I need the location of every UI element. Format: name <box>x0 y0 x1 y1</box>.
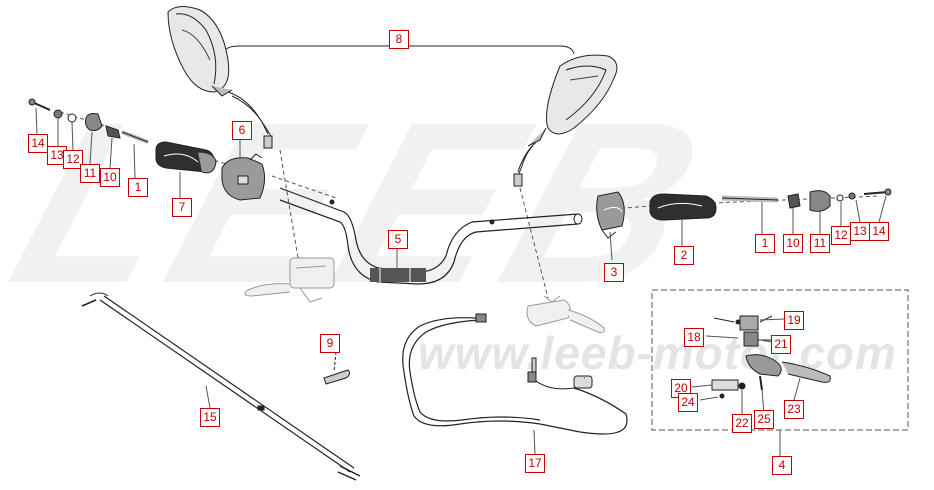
left-grip <box>155 141 217 174</box>
callout-22: 22 <box>732 414 752 433</box>
part-9 <box>323 351 351 385</box>
callout-24: 24 <box>678 393 698 412</box>
callout-19: 19 <box>784 311 804 330</box>
callout-2: 2 <box>674 246 694 265</box>
right-lever-assembly <box>526 295 605 333</box>
callout-3: 3 <box>604 263 624 282</box>
part-16 <box>573 375 593 389</box>
right-small-parts <box>721 188 892 212</box>
callout-12-right: 12 <box>831 226 851 245</box>
right-mirror <box>513 54 618 187</box>
handlebar <box>279 187 583 285</box>
right-switch-housing <box>596 191 625 239</box>
lever-kit <box>711 315 831 399</box>
callout-4: 4 <box>772 456 792 475</box>
callout-10-right: 10 <box>783 234 803 253</box>
callout-14-left: 14 <box>28 134 48 153</box>
cable-17 <box>402 313 628 435</box>
callout-17: 17 <box>525 454 545 473</box>
callout-12-left: 12 <box>63 150 83 169</box>
left-small-parts <box>28 98 149 144</box>
left-switch-housing <box>221 153 266 201</box>
callout-11-left: 11 <box>80 164 100 183</box>
callout-7: 7 <box>172 198 192 217</box>
callout-9: 9 <box>320 334 340 353</box>
callout-25: 25 <box>754 410 774 429</box>
callout-1-right: 1 <box>755 234 775 253</box>
callout-5: 5 <box>388 230 408 249</box>
callout-14-right: 14 <box>869 222 889 241</box>
left-lever-assembly <box>244 257 335 303</box>
callout-8: 8 <box>389 30 409 49</box>
left-mirror <box>167 6 273 149</box>
callout-23: 23 <box>784 400 804 419</box>
callout-6: 6 <box>232 121 252 140</box>
cable-15 <box>81 292 361 481</box>
callout-1-left: 1 <box>128 178 148 197</box>
callout-15: 15 <box>200 408 220 427</box>
callout-18: 18 <box>684 328 704 347</box>
callout-13-right: 13 <box>850 222 870 241</box>
callout-11-right: 11 <box>810 234 830 253</box>
callout-21: 21 <box>771 335 791 354</box>
right-grip <box>649 193 717 221</box>
callout-13-left: 13 <box>47 146 67 165</box>
callout-10-left: 10 <box>100 168 120 187</box>
